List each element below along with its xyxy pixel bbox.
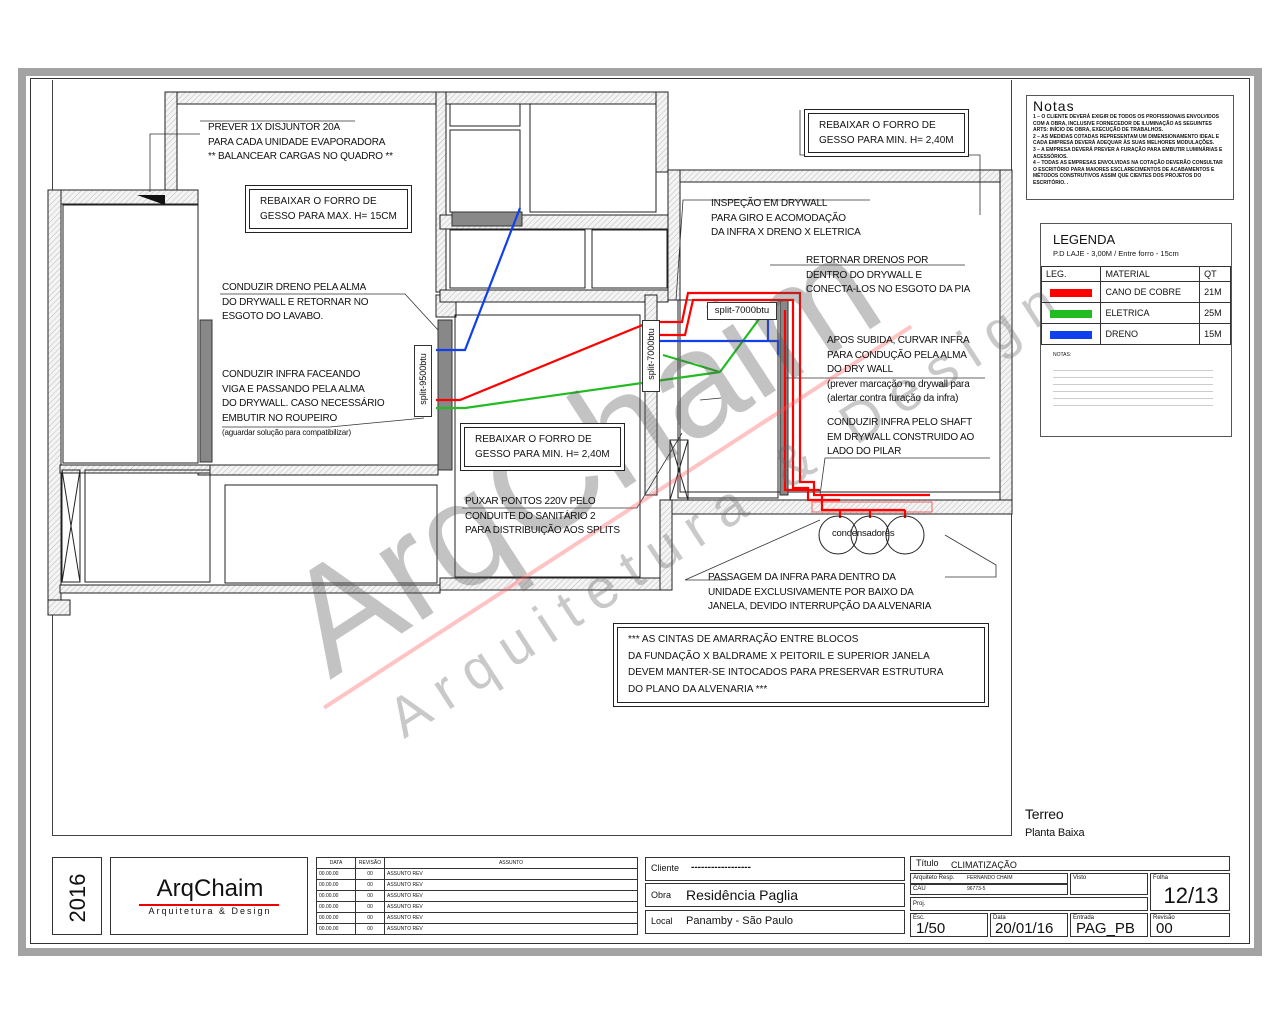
blue-swatch-icon (1050, 330, 1093, 339)
copper-pipe (783, 310, 820, 492)
entrada-field: Entrada PAG_PB (1070, 913, 1148, 937)
cau-field: CAU 96773-5 (910, 884, 1068, 895)
titulo-field: Título CLIMATIZAÇÃO (910, 856, 1230, 871)
escala-field: Esc. 1/50 (910, 913, 988, 937)
split-9500-label: split-9500btu (418, 353, 428, 405)
sheet-inner-border (30, 78, 1250, 944)
split-7000-unit-h: split-7000btu (707, 302, 777, 320)
pipes (436, 207, 930, 518)
copper-pipe (820, 495, 905, 512)
notes-title: Notas (1033, 98, 1075, 114)
note-item: 3 – A EMPRESA DEVERÁ PREVER A FURAÇÃO PA… (1033, 146, 1223, 160)
note-item: 4 – TODAS AS EMPRESAS ENVOLVIDAS NA COTA… (1033, 160, 1223, 186)
legend-notes-label: NOTAS: (1053, 352, 1072, 358)
section-marker-icon (137, 195, 165, 205)
year-label: 2016 (65, 873, 90, 923)
view-title: Terreo (1025, 806, 1064, 822)
split-7000-unit-v: split-7000btu (642, 320, 660, 392)
logo-name: ArqChaim (156, 875, 264, 902)
note-item: 1 – O CLIENTE DEVERÁ EXIGIR DE TODOS OS … (1033, 114, 1219, 134)
logo-box: ArqChaim Arquitetura & Design (110, 857, 308, 935)
arquiteto-field: Arquiteto Resp. FERNANDO CHAIM (910, 873, 1068, 884)
split-9500-unit: split-9500btu (414, 345, 432, 417)
cliente-field: Cliente ------------------ (645, 857, 905, 881)
red-swatch-icon (1050, 288, 1093, 297)
sheet-frame (18, 68, 1262, 956)
drain-pipe (436, 207, 522, 352)
obra-field: Obra Residência Paglia (645, 883, 905, 907)
copper-pipe (660, 298, 840, 502)
condensers-label: condensadores (832, 528, 895, 539)
electric-conduit (436, 353, 721, 410)
drain-pipe (660, 339, 780, 355)
legend-title: LEGENDA (1053, 232, 1116, 247)
legend-subtitle: P.D LAJE - 3,00M / Entre forro - 15cm (1053, 249, 1179, 258)
logo-tagline: Arquitetura & Design (148, 906, 272, 916)
view-subtitle: Planta Baixa (1025, 827, 1085, 839)
notes-panel: Notas 1 – O CLIENTE DEVERÁ EXIGIR DE TOD… (1026, 95, 1234, 200)
legend-notes-lines (1053, 366, 1213, 406)
data-field: Data 20/01/16 (990, 913, 1068, 937)
proj-field: Proj. (910, 897, 1148, 911)
split-7000-label: split-7000btu (646, 328, 656, 380)
legend-panel: LEGENDA P.D LAJE - 3,00M / Entre forro -… (1040, 223, 1232, 437)
note-item: 2 – AS MEDIDAS COTADAS REPRESENTAM UM DI… (1033, 133, 1220, 147)
year-box: 2016 (52, 857, 102, 935)
electric-conduit (719, 314, 763, 373)
visto-field: Visto (1070, 873, 1148, 895)
condenser-units (818, 515, 925, 555)
copper-pipe (436, 291, 930, 497)
folha-field: Folha 12/13 (1150, 873, 1230, 911)
local-field: Local Panamby - São Paulo (645, 910, 905, 934)
revisao-field: Revisão 00 (1150, 913, 1230, 937)
green-swatch-icon (1050, 309, 1093, 318)
rooms (61, 103, 1001, 584)
logo-underline (139, 904, 279, 906)
